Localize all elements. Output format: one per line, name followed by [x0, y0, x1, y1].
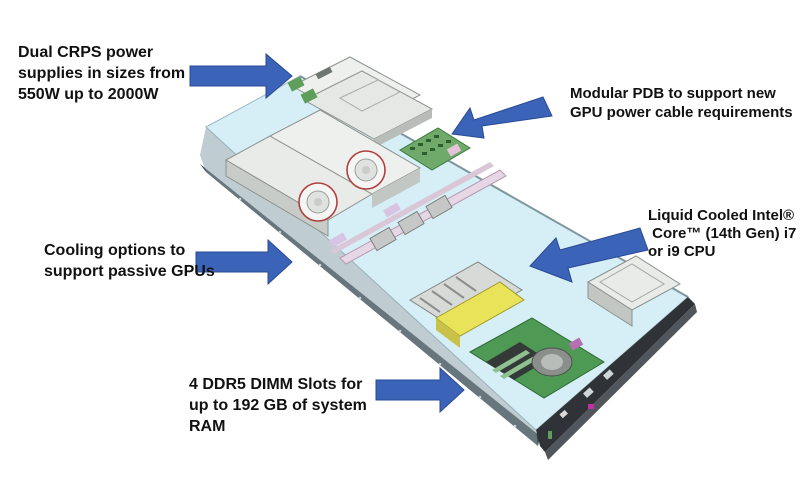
- callout-line: GPU power cable requirements: [570, 104, 793, 121]
- callout-line: Modular PDB to support new: [570, 85, 776, 102]
- fan-wall-rails: [330, 162, 507, 265]
- front-port: [583, 387, 594, 398]
- callout-line: 4 DDR5 DIMM Slots for: [189, 376, 363, 393]
- rear-component: [587, 255, 681, 327]
- arrow-to-pdb: [451, 96, 553, 139]
- crps-power-supplies: [287, 56, 434, 148]
- front-panel: [536, 297, 695, 452]
- callout-line: Cooling options to: [44, 242, 186, 259]
- callout-line: up to 192 GB of system: [189, 397, 367, 414]
- passive-gpu-shrouds: [224, 109, 422, 248]
- callout-arrows: [189, 52, 649, 414]
- callout-line: Liquid Cooled Intel®: [648, 207, 795, 224]
- callout-dimm: 4 DDR5 DIMM Slots for up to 192 GB of sy…: [189, 374, 367, 437]
- rail-screws: [238, 197, 517, 428]
- psu-handle: [287, 76, 305, 92]
- cpu-cold-plate: [531, 347, 573, 377]
- callout-line: 550W up to 2000W: [18, 86, 159, 103]
- callout-line: RAM: [189, 418, 226, 435]
- arrow-to-cpu: [529, 227, 649, 283]
- callout-cpu: Liquid Cooled Intel® Core™ (14th Gen) i7…: [648, 207, 796, 261]
- cpu-cooling-fans: [409, 261, 525, 348]
- arrow-to-power-supplies: [189, 52, 293, 100]
- callout-line: Core™ (14th Gen) i7: [648, 225, 797, 242]
- dimm-slots: [486, 342, 548, 380]
- callout-power-supplies: Dual CRPS power supplies in sizes from 5…: [18, 42, 185, 105]
- gpu-fan-icon: [298, 182, 338, 222]
- gpu-fan-icon: [346, 150, 386, 190]
- callout-line: Dual CRPS power: [18, 44, 154, 61]
- callout-pdb: Modular PDB to support new GPU power cab…: [570, 84, 793, 122]
- arrow-to-cooling: [195, 238, 293, 286]
- callout-line: supplies in sizes from: [18, 65, 186, 82]
- arrow-to-dimm: [375, 366, 465, 414]
- modular-pdb: [399, 127, 471, 171]
- front-usb-port: [588, 404, 594, 409]
- callout-line: support passive GPUs: [44, 263, 215, 280]
- motherboard: [469, 317, 605, 399]
- callout-line: or i9 CPU: [648, 243, 716, 260]
- callout-cooling: Cooling options to support passive GPUs: [44, 240, 215, 282]
